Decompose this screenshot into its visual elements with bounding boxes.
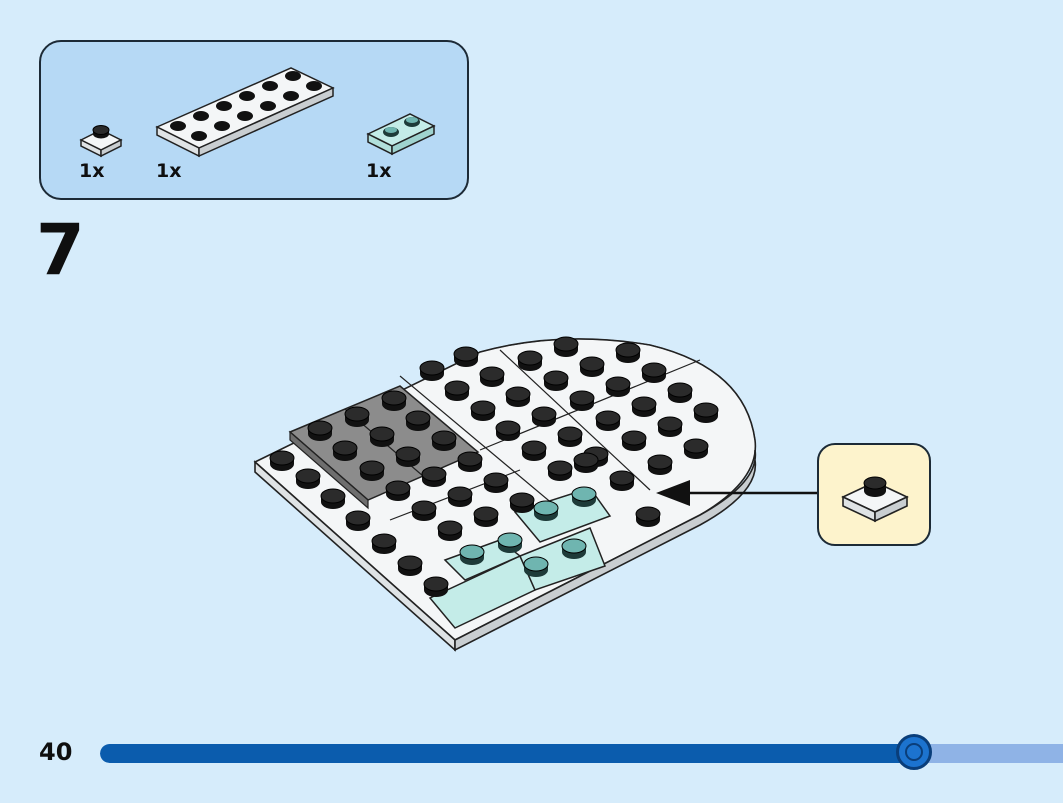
stud [453, 346, 479, 367]
stud [447, 486, 473, 507]
stud [523, 556, 549, 577]
stud [385, 480, 411, 501]
stud [419, 360, 445, 381]
stud [332, 440, 358, 461]
stud [359, 460, 385, 481]
stud [437, 520, 463, 541]
stud [397, 555, 423, 576]
stud [553, 336, 579, 357]
white-2x6-plate-icon [155, 67, 335, 158]
stud [479, 366, 505, 387]
stud [595, 410, 621, 431]
stud [369, 426, 395, 447]
stud [667, 382, 693, 403]
stud [621, 430, 647, 451]
stud [320, 488, 346, 509]
stud [641, 362, 667, 383]
arrow-head-icon [656, 480, 690, 506]
stud [505, 386, 531, 407]
parts-illustration [79, 67, 436, 158]
progress-bar [100, 744, 1063, 763]
stud [531, 406, 557, 427]
stud [344, 406, 370, 427]
stud [295, 468, 321, 489]
stud [521, 440, 547, 461]
stud [569, 390, 595, 411]
stud [457, 451, 483, 472]
stud [533, 500, 559, 521]
stud [411, 500, 437, 521]
stud [421, 466, 447, 487]
stud [473, 506, 499, 527]
stud [483, 472, 509, 493]
stud [423, 576, 449, 597]
stud [444, 380, 470, 401]
stud [693, 402, 719, 423]
stud [371, 533, 397, 554]
part-quantity: 1x [366, 160, 392, 182]
stud [561, 538, 587, 559]
studs [269, 336, 719, 597]
stud [543, 370, 569, 391]
stud [497, 532, 523, 553]
stud [557, 426, 583, 447]
transparent-light-blue-1x2-plate-icon [366, 113, 436, 156]
stud [381, 390, 407, 411]
stud [495, 420, 521, 441]
stud [509, 492, 535, 513]
new-part-callout [817, 443, 931, 546]
white-1x1-plate-icon [79, 125, 123, 158]
stud [395, 446, 421, 467]
stud [459, 544, 485, 565]
part-quantity: 1x [156, 160, 182, 182]
stud [609, 470, 635, 491]
stud [405, 410, 431, 431]
progress-remaining [904, 744, 1063, 763]
step-number: 7 [36, 209, 85, 291]
white-1x1-plate-icon [841, 476, 909, 523]
stud [657, 416, 683, 437]
stud [579, 356, 605, 377]
stud [683, 438, 709, 459]
stud [517, 350, 543, 371]
stud [345, 510, 371, 531]
stud [470, 400, 496, 421]
progress-fill [100, 744, 914, 763]
stud [571, 486, 597, 507]
progress-indicator-knob [896, 734, 932, 770]
stud [307, 420, 333, 441]
part-quantity: 1x [79, 160, 105, 182]
stud [269, 450, 295, 471]
stud [631, 396, 657, 417]
stud [615, 342, 641, 363]
stud [573, 452, 599, 473]
stud [635, 506, 661, 527]
stud [647, 454, 673, 475]
parts-list-panel: 1x 1x 1x [39, 40, 469, 200]
stud [431, 430, 457, 451]
page-number: 40 [39, 738, 73, 766]
stud [547, 460, 573, 481]
stud [605, 376, 631, 397]
